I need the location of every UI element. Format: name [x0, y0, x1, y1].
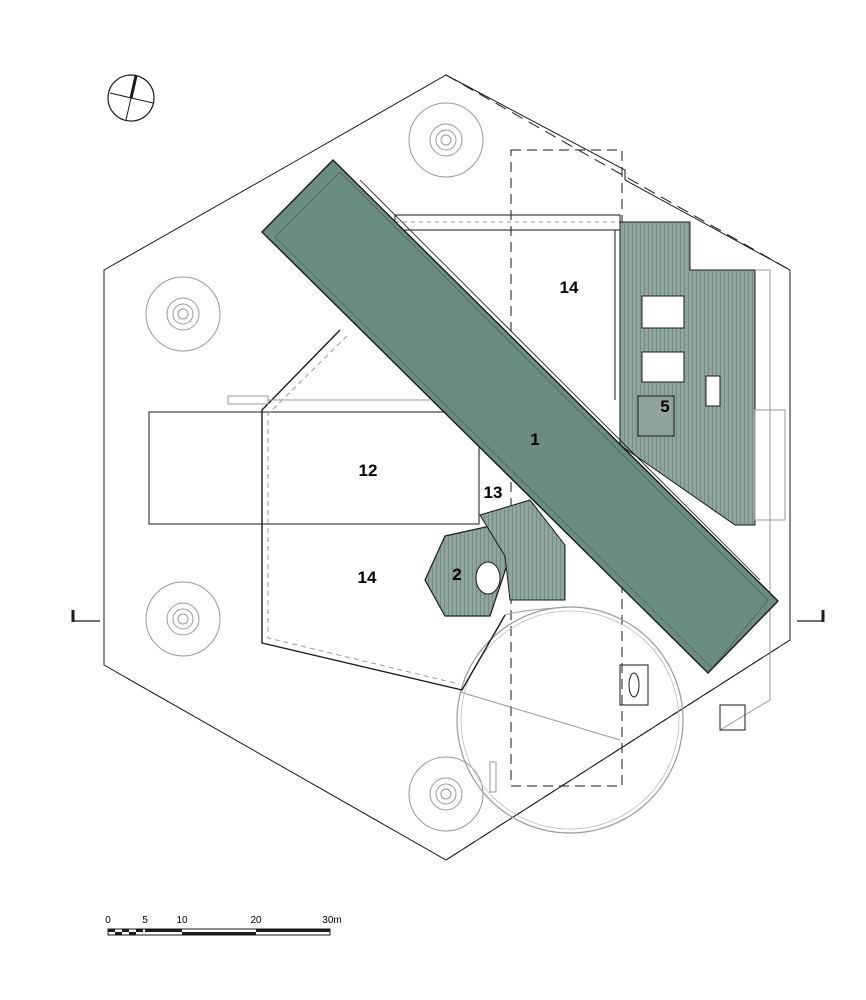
scale-tick-10: 10	[176, 915, 188, 926]
scale-bar: 0 5 10 20 30m	[105, 915, 342, 936]
scale-tick-20: 20	[250, 915, 262, 926]
tree-symbols	[145, 102, 484, 832]
section-marker-right	[797, 610, 825, 622]
site-boundary-dashed	[445, 74, 791, 861]
room-label-12: 12	[359, 461, 378, 480]
room-label-1: 1	[530, 430, 539, 449]
section-marker-left	[71, 610, 100, 622]
room-label-5: 5	[660, 397, 669, 416]
room-13-service	[479, 499, 566, 601]
scale-tick-30m: 30m	[322, 915, 341, 926]
tree-icon	[408, 756, 484, 832]
scale-tick-0: 0	[105, 915, 111, 926]
room-label-2: 2	[452, 565, 461, 584]
room-12-outline	[148, 411, 480, 525]
north-arrow-icon	[107, 74, 155, 122]
tree-icon	[408, 102, 484, 178]
tree-icon	[145, 581, 221, 657]
room-label-14-upper: 14	[560, 278, 579, 297]
roof-band-room-1	[261, 159, 779, 674]
room-label-13: 13	[484, 483, 503, 502]
scale-tick-5: 5	[142, 915, 148, 926]
hall-envelope	[261, 329, 506, 691]
tree-icon	[145, 276, 221, 352]
room-label-14-lower: 14	[358, 568, 377, 587]
